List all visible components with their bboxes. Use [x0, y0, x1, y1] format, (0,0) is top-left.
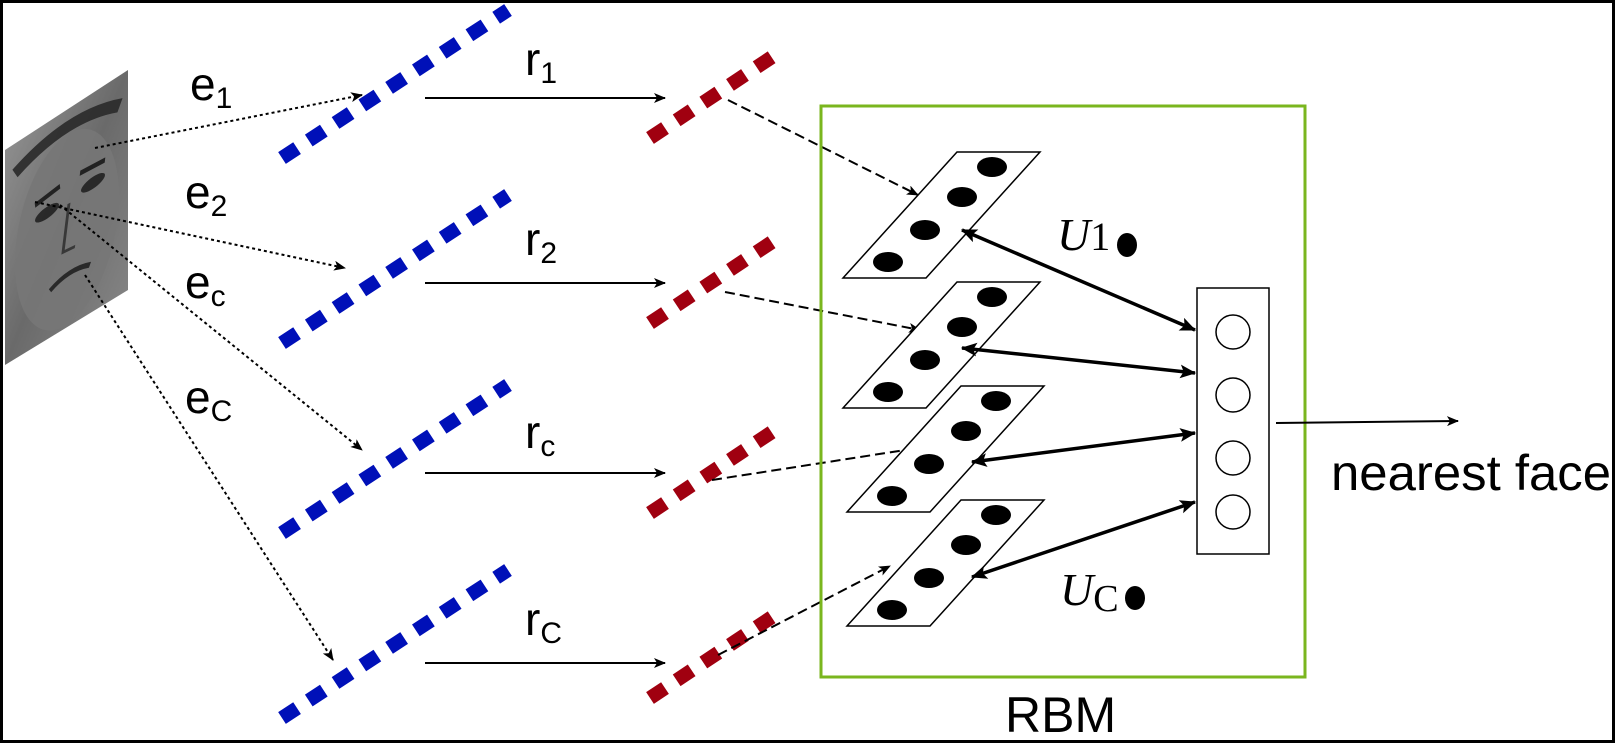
weight-arrow-c: [970, 428, 1197, 467]
labels: e1 e2 ec eC r1 r2 rc rC U1 UC RBM neares…: [185, 33, 1611, 743]
hidden-unit: [1215, 440, 1251, 476]
feature-arrows: [34, 92, 363, 661]
weight-arrow-1: [960, 228, 1197, 332]
face-photo: [5, 70, 128, 365]
rbm-box: [819, 104, 1307, 679]
label-r1: r1: [525, 33, 557, 90]
output-arrow: [1275, 416, 1459, 427]
label-e1: e1: [190, 58, 232, 115]
label-e2: e2: [185, 166, 227, 223]
visible-layers: [841, 151, 1046, 627]
arrow-in-C: [717, 565, 891, 656]
label-u1: U1: [1057, 209, 1110, 260]
hidden-unit: [1215, 377, 1251, 413]
label-eC: eC: [185, 371, 232, 428]
visible-layer-c: [845, 385, 1046, 513]
label-ec: ec: [185, 256, 226, 313]
rbm-label: RBM: [1005, 687, 1116, 743]
blue-vector-C: [278, 564, 512, 724]
hidden-unit: [1215, 314, 1251, 350]
weight-arrow-2: [960, 342, 1197, 379]
u1-dot: [1117, 233, 1137, 257]
blue-vector-2: [278, 189, 512, 349]
arrow-in-c: [711, 444, 919, 481]
blue-vector-c: [278, 379, 512, 539]
red-vector-2: [646, 234, 779, 329]
hidden-layer: [1196, 287, 1270, 555]
uC-dot: [1125, 586, 1145, 610]
red-vector-c: [646, 424, 779, 519]
output-label: nearest face: [1331, 445, 1611, 501]
label-rc: rc: [525, 406, 555, 463]
red-vector-C: [646, 609, 779, 704]
weight-arrow-C: [970, 500, 1197, 579]
weight-arrows: [960, 228, 1197, 579]
arrow-eC: [84, 274, 334, 661]
arrow-e2: [34, 201, 346, 271]
blue-vector-1: [278, 4, 512, 164]
red-vector-1: [646, 49, 779, 144]
label-rC: rC: [525, 593, 562, 650]
label-uC: UC: [1060, 564, 1119, 620]
label-r2: r2: [525, 213, 557, 270]
arrow-ec: [59, 204, 363, 451]
blue-vectors: [278, 4, 512, 724]
rotation-arrows: [425, 93, 666, 668]
hidden-unit: [1215, 494, 1251, 530]
red-vectors: [646, 49, 779, 704]
arrow-in-1: [727, 99, 919, 196]
visible-layer-1: [841, 151, 1042, 279]
